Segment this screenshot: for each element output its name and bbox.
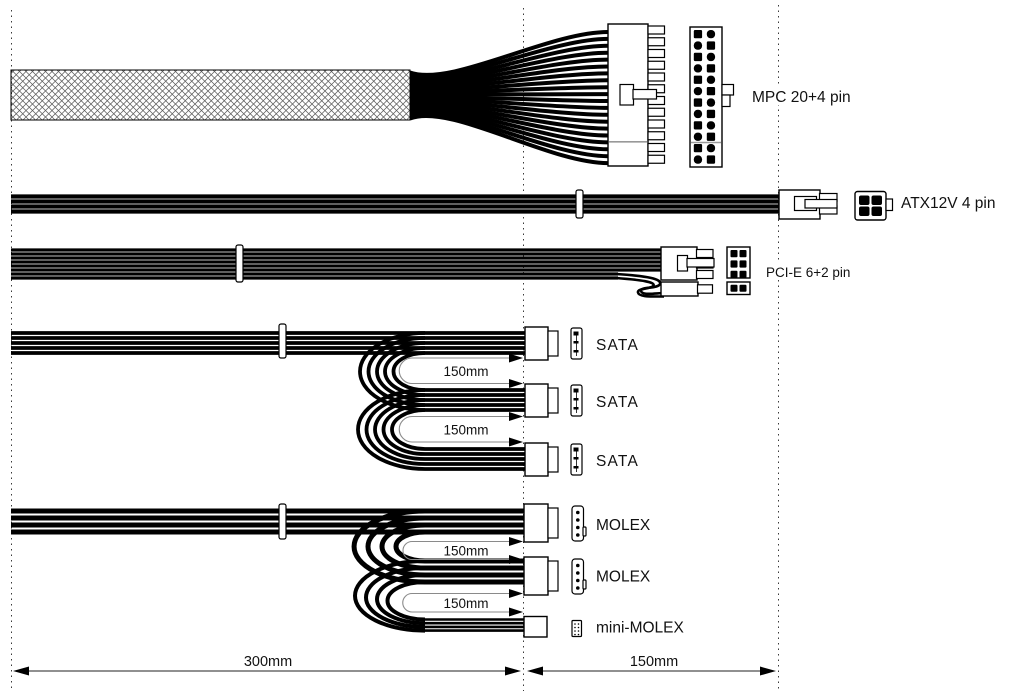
- sata-connector-3: [524, 442, 583, 477]
- atx24-connector-side: [607, 23, 666, 167]
- dimension-arrow-left: [13, 666, 29, 676]
- molex-connector-1: [523, 503, 587, 543]
- molex-cable-chain: 150mm 150mm MOLEX MOLEX mini-MOLEX: [11, 503, 685, 638]
- atx24-front-pins: [693, 30, 716, 164]
- mpc-cable-row: MPC 20+4 pin: [10, 23, 851, 168]
- atx24-connector-front: [689, 26, 735, 168]
- pcie-2pin-connector-side: [660, 281, 714, 297]
- sata-loop-1-length: 150mm: [443, 364, 488, 379]
- dimension-annotations: 300mm 150mm: [13, 654, 776, 676]
- sata-loop-1-measure: 150mm: [398, 353, 523, 388]
- molex-cable-tie: [278, 503, 287, 540]
- dimension-left-300mm: 300mm: [13, 654, 521, 676]
- pcie-2pin-hook-wires: [615, 272, 665, 298]
- molex-loop-1-length: 150mm: [443, 544, 488, 559]
- sata-bundle-1: [11, 331, 526, 355]
- dimension-arrow-right: [760, 666, 776, 676]
- sata-label-2: SATA: [596, 394, 639, 411]
- sata-bundle-2: [425, 388, 526, 412]
- sata-connector-1: [524, 326, 583, 361]
- sata-cable-chain: 150mm 150mm SATA SATA SATA: [11, 323, 639, 477]
- pcie-cable-row: PCI-E 6+2 pin: [11, 244, 850, 298]
- measure-arrow: [509, 379, 523, 388]
- sata-label-1: SATA: [596, 337, 639, 354]
- molex-bundle-2: [425, 558, 525, 585]
- atx12v-front-latch: [885, 198, 894, 212]
- pcie-2pin-connector-front: [726, 281, 751, 296]
- molex-bundle-1: [11, 508, 525, 535]
- pcie-wires: [11, 248, 665, 280]
- pcie-side-latch: [676, 254, 689, 272]
- measure-arrow: [509, 589, 523, 598]
- atx12v-cable-row: ATX12V 4 pin: [11, 189, 996, 221]
- molex-loop-2-measure: 150mm: [402, 589, 523, 617]
- dimension-arrow-right: [505, 666, 521, 676]
- pcie-6pin-connector-side: [660, 246, 715, 281]
- braided-sleeve-fill-edge: [10, 69, 411, 121]
- molex-connector-2: [523, 556, 587, 596]
- measure-arrow: [509, 607, 523, 617]
- measure-arrow: [509, 412, 523, 421]
- mpc-wire-fan: [409, 30, 609, 166]
- measure-arrow: [509, 437, 523, 447]
- measure-arrow: [509, 353, 523, 363]
- atx12v-connector-side: [778, 189, 838, 220]
- dimension-right-150mm: 150mm: [527, 654, 776, 676]
- atx24-side-latch: [619, 83, 635, 106]
- molex-loop-1-measure: 150mm: [402, 537, 523, 564]
- sata-loop-2-length: 150mm: [443, 423, 488, 438]
- braided-sleeve: [10, 69, 411, 121]
- sata-bundle-3: [425, 447, 526, 471]
- sata-cable-tie: [278, 323, 287, 359]
- dimension-arrow-left: [527, 666, 543, 676]
- pcie-6pin-connector-front: [726, 246, 751, 279]
- dimension-left-label: 300mm: [244, 654, 292, 670]
- molex-label-1: MOLEX: [596, 517, 651, 534]
- molex-loop-2-length: 150mm: [443, 596, 488, 611]
- atx24-front-latch: [721, 83, 735, 96]
- dimension-right-label: 150mm: [630, 654, 678, 670]
- atx24-side-pins: [647, 25, 666, 164]
- mini-molex-connector: [523, 615, 583, 638]
- pcie-label: PCI-E 6+2 pin: [766, 265, 850, 280]
- mini-molex-bundle: [425, 618, 525, 632]
- measure-arrow: [509, 555, 523, 564]
- atx12v-cable-tie: [575, 189, 584, 219]
- sata-connector-2: [524, 383, 583, 418]
- pcie-cable-tie: [235, 244, 244, 283]
- atx12v-connector-front: [854, 190, 894, 221]
- molex-loop-2-arcs: [353, 559, 426, 633]
- pcie-label-bg: [763, 263, 847, 280]
- sata-label-3: SATA: [596, 453, 639, 470]
- mpc-label: MPC 20+4 pin: [752, 89, 851, 106]
- mini-molex-label: mini-MOLEX: [596, 620, 685, 637]
- sata-loop-2-measure: 150mm: [398, 412, 523, 447]
- atx12v-label: ATX12V 4 pin: [901, 195, 996, 212]
- molex-label-2: MOLEX: [596, 569, 651, 586]
- atx12v-wires: [11, 194, 780, 214]
- molex-loop-1-arcs: [351, 508, 426, 585]
- sata-loop-2-arcs: [356, 388, 426, 471]
- mpc-label-bg: [749, 87, 850, 105]
- measure-arrow: [509, 537, 523, 546]
